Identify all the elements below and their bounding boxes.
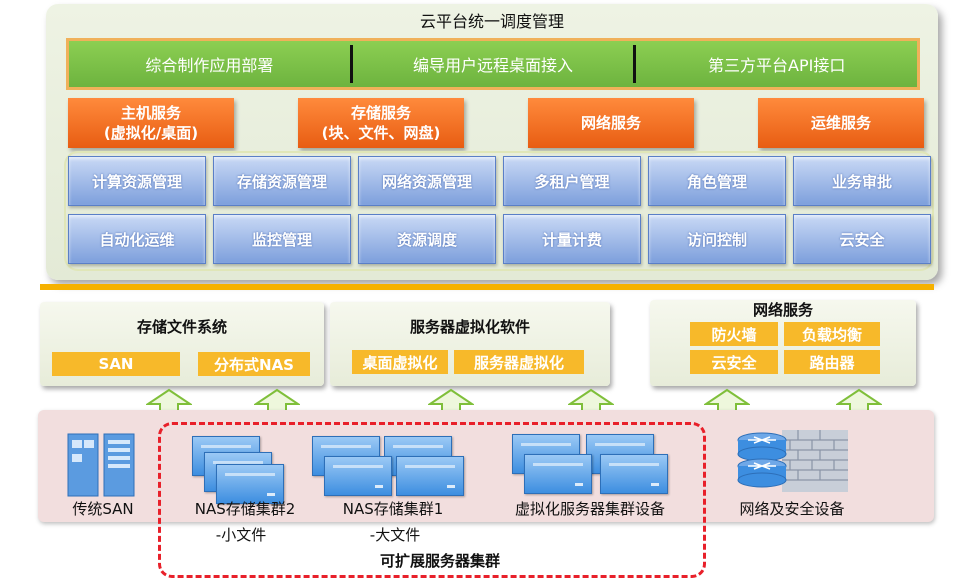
mgmt-compute: 计算资源管理 xyxy=(68,156,206,206)
virtualization-sw-title: 服务器虚拟化软件 xyxy=(409,318,530,336)
label-virtualization-cluster: 虚拟化服务器集群设备 xyxy=(514,500,665,518)
service-host-label: 主机服务 xyxy=(120,104,181,122)
server-icon xyxy=(216,464,284,504)
service-network-label: 网络服务 xyxy=(580,114,641,132)
tag-router: 路由器 xyxy=(784,350,880,374)
label-nas-cluster-1: NAS存储集群1 xyxy=(342,500,444,518)
tag-desktop-virt: 桌面虚拟化 xyxy=(352,350,448,374)
top-item-app-deploy: 综合制作应用部署 xyxy=(145,56,274,75)
service-storage-label: 存储服务 xyxy=(350,104,411,122)
network-svc-box: 网络服务 防火墙 负载均衡 云安全 路由器 xyxy=(650,300,916,386)
service-network: 网络服务 xyxy=(528,98,694,148)
label-nas-cluster-2: NAS存储集群2 xyxy=(194,500,296,518)
tag-firewall: 防火墙 xyxy=(690,322,778,346)
virtualization-sw-box: 服务器虚拟化软件 桌面虚拟化 服务器虚拟化 xyxy=(330,302,610,386)
mgmt-access-control: 访问控制 xyxy=(648,214,786,264)
storage-fs-box: 存储文件系统 SAN 分布式NAS xyxy=(40,302,324,386)
mgmt-network: 网络资源管理 xyxy=(358,156,496,206)
layer-divider-line xyxy=(40,284,934,290)
top-application-bar: 综合制作应用部署 编导用户远程桌面接入 第三方平台API接口 xyxy=(66,38,920,90)
mgmt-automation: 自动化运维 xyxy=(68,214,206,264)
network-svc-title: 网络服务 xyxy=(752,301,813,319)
service-ops: 运维服务 xyxy=(758,98,924,148)
server-rack-icon xyxy=(66,432,136,502)
mgmt-role: 角色管理 xyxy=(648,156,786,206)
top-divider xyxy=(633,45,637,83)
tag-san: SAN xyxy=(52,352,180,376)
firewall-icon xyxy=(734,428,852,498)
label-traditional-san: 传统SAN xyxy=(72,500,134,518)
top-item-remote-desktop: 编导用户远程桌面接入 xyxy=(413,56,574,75)
tag-server-virt: 服务器虚拟化 xyxy=(454,350,584,374)
server-icon xyxy=(524,454,592,494)
label-network-security-devices: 网络及安全设备 xyxy=(739,500,845,518)
tag-load-balance: 负载均衡 xyxy=(784,322,880,346)
server-icon xyxy=(396,456,464,496)
service-ops-label: 运维服务 xyxy=(810,114,871,132)
label-nas-cluster-2-sub: -小文件 xyxy=(215,526,267,544)
server-icon xyxy=(600,454,668,494)
service-host: 主机服务 (虚拟化/桌面) xyxy=(68,98,234,148)
top-item-api: 第三方平台API接口 xyxy=(708,56,846,75)
service-storage-sub: (块、文件、网盘) xyxy=(321,124,441,142)
server-icon xyxy=(324,456,392,496)
mgmt-billing: 计量计费 xyxy=(503,214,641,264)
storage-fs-title: 存储文件系统 xyxy=(136,318,227,336)
mgmt-monitor: 监控管理 xyxy=(213,214,351,264)
tag-cloud-security: 云安全 xyxy=(690,350,778,374)
tag-distributed-nas: 分布式NAS xyxy=(198,352,310,376)
scalable-cluster-frame xyxy=(158,422,706,578)
mgmt-cloud-security: 云安全 xyxy=(793,214,931,264)
service-host-sub: (虚拟化/桌面) xyxy=(103,124,199,142)
label-nas-cluster-1-sub: -大文件 xyxy=(369,526,421,544)
service-storage: 存储服务 (块、文件、网盘) xyxy=(298,98,464,148)
top-divider xyxy=(349,45,353,83)
label-scalable-cluster: 可扩展服务器集群 xyxy=(379,552,500,570)
mgmt-storage: 存储资源管理 xyxy=(213,156,351,206)
cloud-platform-title: 云平台统一调度管理 xyxy=(419,12,564,31)
mgmt-scheduling: 资源调度 xyxy=(358,214,496,264)
mgmt-approval: 业务审批 xyxy=(793,156,931,206)
mgmt-tenant: 多租户管理 xyxy=(503,156,641,206)
management-area xyxy=(64,151,934,271)
